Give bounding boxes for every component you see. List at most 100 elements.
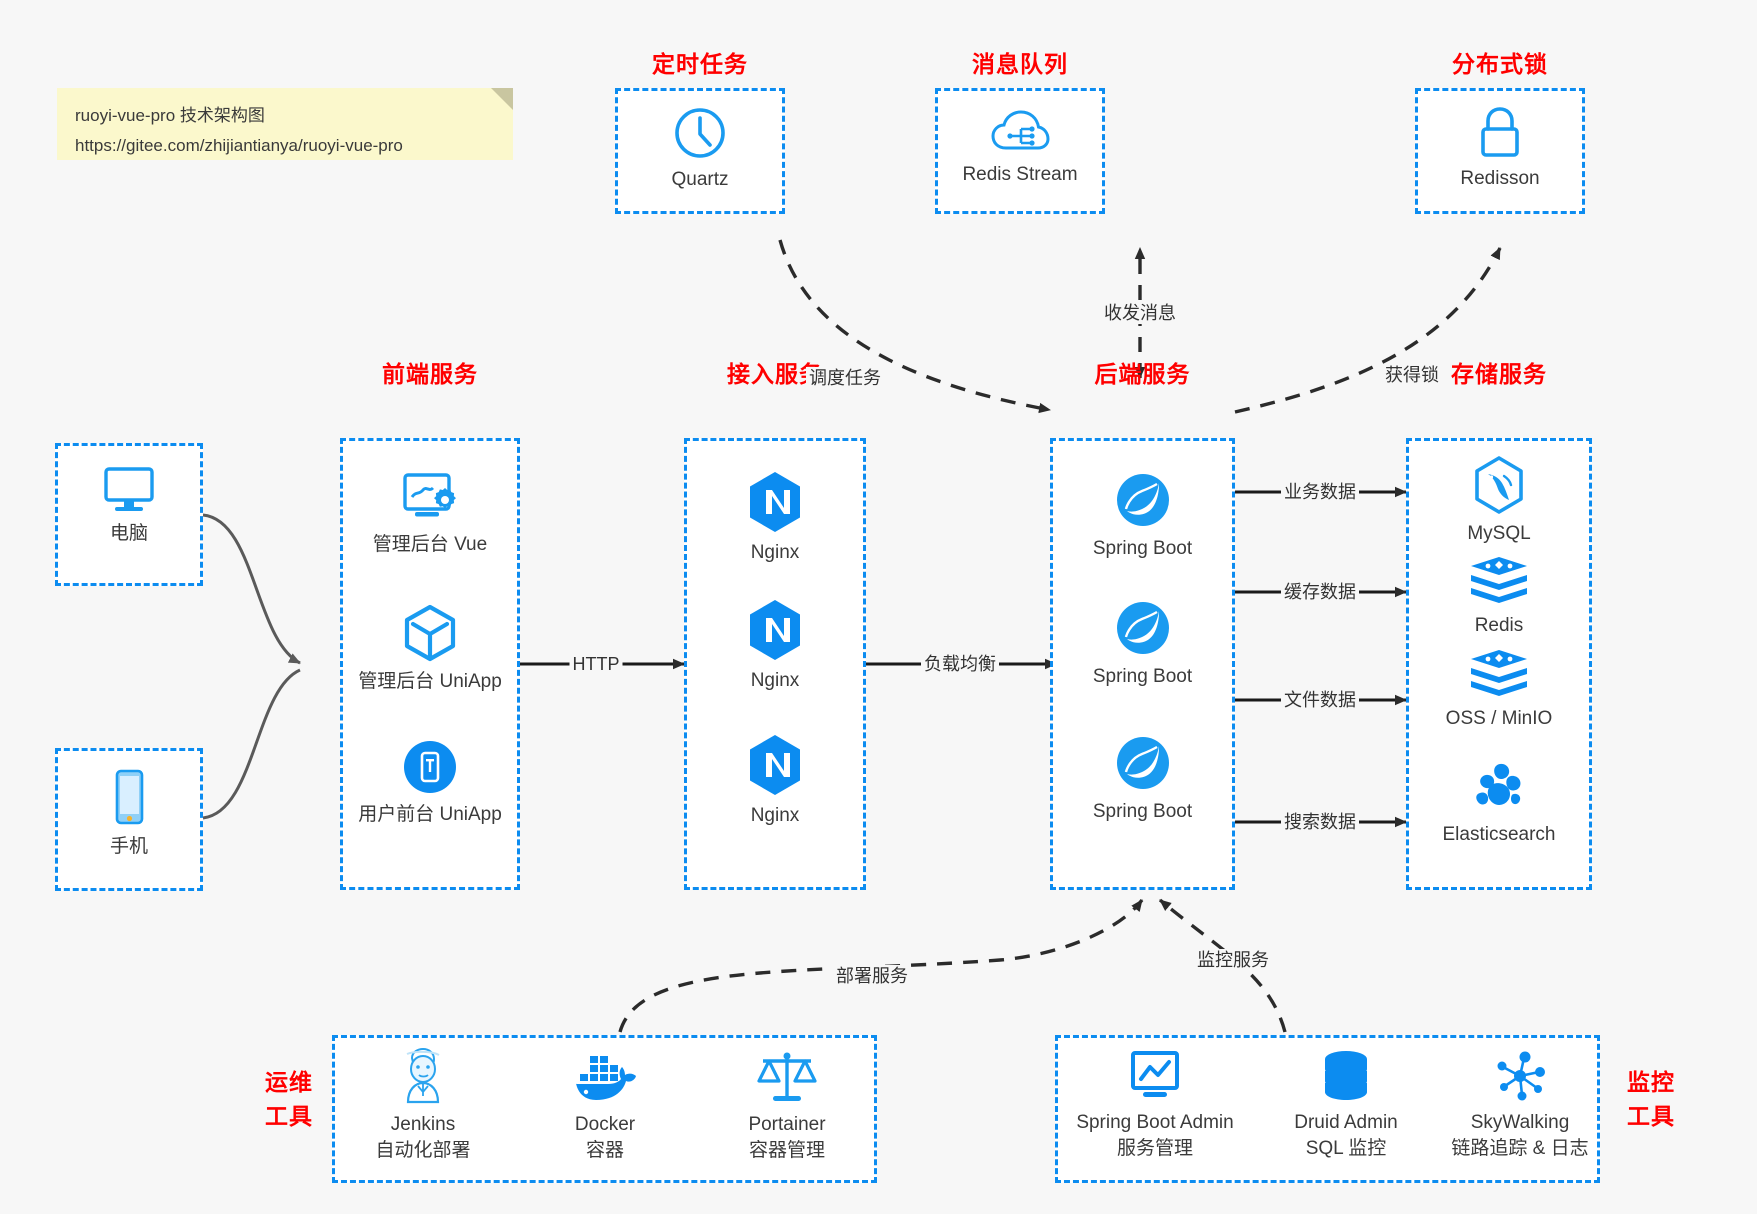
node-nginx-3[interactable]: Nginx [684, 733, 866, 829]
group-box-message-queue [935, 88, 1105, 214]
node-oss-minio[interactable]: OSS / MinIO [1406, 648, 1592, 732]
node-label: Elasticsearch [1442, 824, 1556, 845]
node-label: 管理后台 UniApp [358, 671, 502, 692]
node-skywalking[interactable]: SkyWalking 链路追踪 & 日志 [1420, 1048, 1620, 1162]
node-label: Jenkins [390, 1114, 456, 1135]
node-admin-vue[interactable]: 管理后台 Vue [320, 470, 540, 558]
node-label: Spring Boot [1092, 666, 1193, 687]
phone-app-icon [300, 738, 560, 796]
node-label: SkyWalking [1470, 1112, 1570, 1133]
elasticsearch-icon [1406, 760, 1592, 816]
group-title-devops-line2: 工具 [265, 1103, 313, 1129]
edge-label-business-data: 业务数据 [1281, 481, 1359, 503]
mobile-icon [55, 768, 203, 828]
node-label: 电脑 [109, 523, 148, 544]
node-redisson[interactable]: Redisson [1400, 104, 1600, 192]
node-desktop[interactable]: 电脑 [55, 463, 203, 547]
node-label: Spring Boot Admin [1076, 1112, 1234, 1133]
node-redis-stream[interactable]: Redis Stream [920, 108, 1120, 188]
node-mobile[interactable]: 手机 [55, 768, 203, 860]
lock-icon [1400, 104, 1600, 160]
node-sublabel: 容器管理 [748, 1140, 825, 1161]
node-spring-boot-1[interactable]: Spring Boot [1050, 470, 1235, 562]
edge-label-monitor-service: 监控服务 [1194, 949, 1272, 971]
note-title: ruoyi-vue-pro 技术架构图 [75, 106, 265, 125]
edge-label-acquire-lock: 获得锁 [1382, 364, 1442, 386]
group-title-message-queue: 消息队列 [972, 51, 1068, 77]
node-label: Quartz [671, 169, 729, 190]
node-sublabel: SQL 监控 [1305, 1138, 1387, 1159]
cloud-stream-icon [920, 108, 1120, 156]
diagram-note: ruoyi-vue-pro 技术架构图 https://gitee.com/zh… [57, 88, 513, 160]
redis-icon [1406, 555, 1592, 607]
node-label: Spring Boot [1092, 538, 1193, 559]
mysql-icon [1406, 455, 1592, 515]
group-box-distributed-lock [1415, 88, 1585, 214]
node-druid-admin[interactable]: Druid Admin SQL 监控 [1255, 1048, 1437, 1162]
group-title-monitoring: 监控 工具 [1612, 1065, 1690, 1133]
node-user-uniapp[interactable]: 用户前台 UniApp [300, 738, 560, 828]
clock-icon [615, 105, 785, 161]
node-label: Nginx [750, 805, 800, 826]
node-mysql[interactable]: MySQL [1406, 455, 1592, 547]
edge-label-send-receive-message: 收发消息 [1101, 302, 1179, 324]
node-label: OSS / MinIO [1445, 708, 1553, 729]
node-label: Nginx [750, 670, 800, 691]
group-title-frontend: 前端服务 [382, 361, 478, 387]
spring-boot-icon [1050, 598, 1235, 658]
node-spring-boot-admin[interactable]: Spring Boot Admin 服务管理 [1055, 1048, 1255, 1162]
docker-icon [514, 1048, 696, 1106]
edge-label-load-balance: 负载均衡 [921, 653, 999, 675]
edge-label-cache-data: 缓存数据 [1281, 581, 1359, 603]
nginx-icon [684, 598, 866, 662]
group-title-devops: 运维 工具 [250, 1065, 328, 1133]
edge-label-deploy-service: 部署服务 [833, 965, 911, 987]
node-admin-uniapp[interactable]: 管理后台 UniApp [300, 603, 560, 695]
node-spring-boot-3[interactable]: Spring Boot [1050, 733, 1235, 825]
oss-minio-icon [1406, 648, 1592, 700]
cube-icon [300, 603, 560, 663]
edge-label-file-data: 文件数据 [1281, 689, 1359, 711]
spring-boot-icon [1050, 470, 1235, 530]
node-label: Redis [1474, 615, 1524, 636]
node-spring-boot-2[interactable]: Spring Boot [1050, 598, 1235, 690]
node-label: Spring Boot [1092, 801, 1193, 822]
database-icon [1255, 1048, 1437, 1104]
node-jenkins[interactable]: Jenkins 自动化部署 [332, 1047, 514, 1164]
group-box-frontend [340, 438, 520, 890]
nginx-icon [684, 470, 866, 534]
edge-label-search-data: 搜索数据 [1281, 811, 1359, 833]
monitor-chart-icon [1055, 1048, 1255, 1104]
desktop-icon [55, 463, 203, 515]
node-label: Druid Admin [1294, 1112, 1398, 1133]
note-fold-corner [491, 88, 513, 110]
node-label: 用户前台 UniApp [358, 804, 502, 825]
group-title-backend: 后端服务 [1094, 361, 1191, 387]
edge-label-schedule-task: 调度任务 [806, 367, 884, 389]
nginx-icon [684, 733, 866, 797]
node-label: Redisson [1460, 168, 1540, 189]
node-elasticsearch[interactable]: Elasticsearch [1406, 760, 1592, 848]
node-label: Docker [574, 1114, 636, 1135]
node-sublabel: 链路追踪 & 日志 [1451, 1138, 1589, 1159]
dashboard-gear-icon [320, 470, 540, 526]
node-label: Nginx [750, 542, 800, 563]
group-title-scheduled-task: 定时任务 [652, 51, 748, 77]
skywalking-icon [1420, 1048, 1620, 1104]
group-title-monitoring-line1: 监控 [1627, 1069, 1675, 1095]
node-nginx-2[interactable]: Nginx [684, 598, 866, 694]
node-label: 管理后台 Vue [372, 534, 488, 555]
node-redis[interactable]: Redis [1406, 555, 1592, 639]
group-box-client-desktop [55, 443, 203, 586]
node-portainer[interactable]: Portainer 容器管理 [696, 1048, 878, 1164]
node-label: Portainer [748, 1114, 826, 1135]
spring-boot-icon [1050, 733, 1235, 793]
group-title-storage: 存储服务 [1451, 361, 1547, 387]
node-sublabel: 容器 [585, 1140, 624, 1161]
node-quartz[interactable]: Quartz [615, 105, 785, 193]
node-nginx-1[interactable]: Nginx [684, 470, 866, 566]
node-sublabel: 服务管理 [1116, 1138, 1193, 1159]
node-docker[interactable]: Docker 容器 [514, 1048, 696, 1164]
jenkins-icon [332, 1047, 514, 1106]
